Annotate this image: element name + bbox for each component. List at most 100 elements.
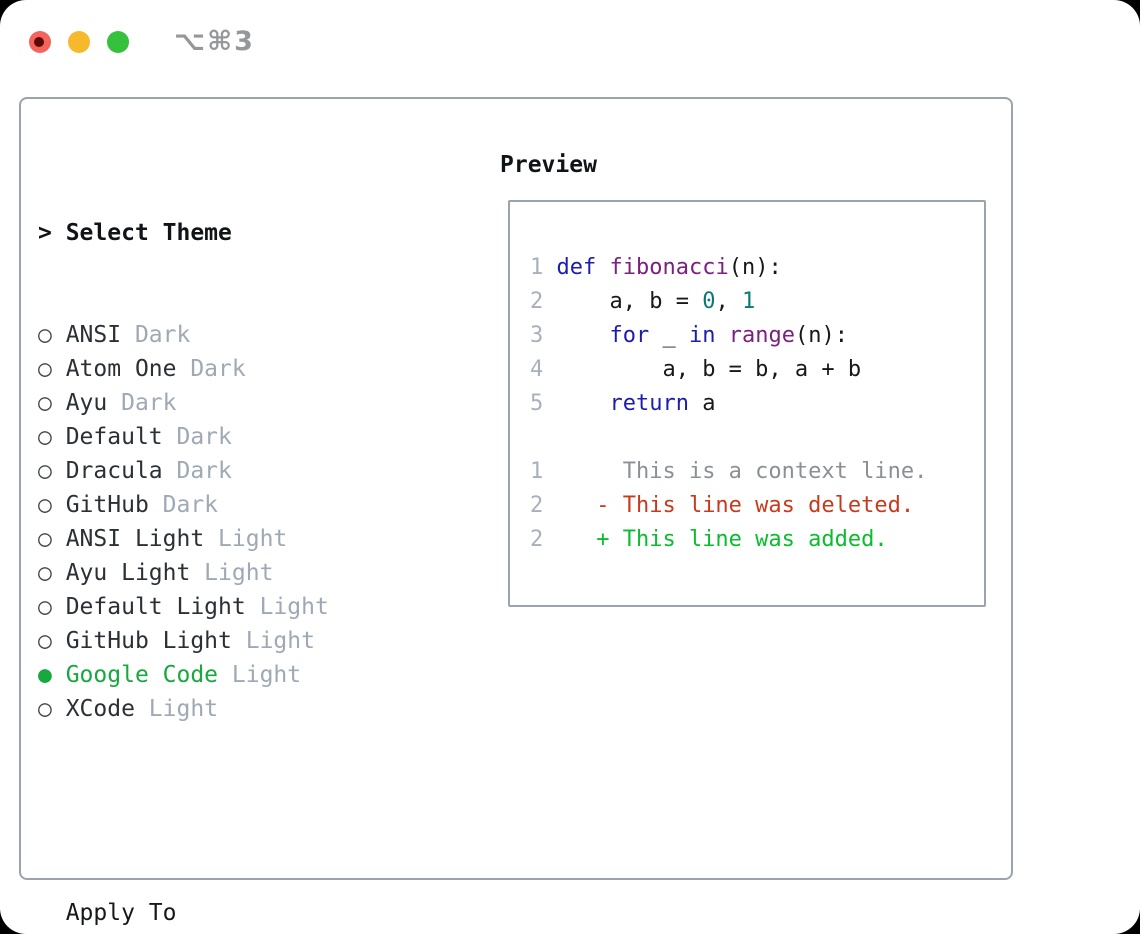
- theme-variant: Light: [218, 662, 302, 688]
- theme-name: Default Light: [65, 594, 246, 620]
- theme-name: Ayu: [65, 390, 108, 416]
- theme-variant: Light: [231, 628, 315, 654]
- theme-radio-icon: ○: [38, 594, 66, 620]
- theme-radio-icon: ○: [38, 390, 66, 416]
- theme-radio-icon: ●: [38, 662, 66, 688]
- theme-option-default[interactable]: ○ Default Dark: [38, 420, 426, 454]
- line-number: 1: [530, 459, 544, 484]
- code-line: 1 def fibonacci(n):: [530, 251, 984, 285]
- diff-deleted-line: 2 - This line was deleted.: [530, 489, 984, 523]
- diff-context-line: 1 This is a context line.: [530, 455, 984, 489]
- theme-radio-icon: ○: [38, 356, 66, 382]
- theme-name: Dracula: [65, 458, 163, 484]
- code-token: for: [609, 323, 650, 348]
- theme-variant: Light: [204, 526, 288, 552]
- theme-radio-icon: ○: [38, 458, 66, 484]
- code-token: in: [688, 323, 716, 348]
- theme-radio-icon: ○: [38, 560, 66, 586]
- code-token: (n):: [728, 255, 782, 280]
- titlebar: ⌥⌘3: [29, 26, 255, 57]
- theme-list: ○ ANSI Dark○ Atom One Dark○ Ayu Dark○ De…: [38, 318, 426, 726]
- code-token: [557, 323, 610, 348]
- theme-option-github[interactable]: ○ GitHub Dark: [38, 488, 426, 522]
- code-token: range: [728, 323, 795, 348]
- theme-option-dracula[interactable]: ○ Dracula Dark: [38, 454, 426, 488]
- theme-name: ANSI: [65, 322, 122, 348]
- code-token: a, b = b, a + b: [556, 357, 862, 382]
- theme-name: Google Code: [65, 662, 219, 688]
- theme-variant: Dark: [148, 492, 219, 518]
- theme-radio-icon: ○: [38, 492, 66, 518]
- theme-option-ayu-light[interactable]: ○ Ayu Light Light: [38, 556, 426, 590]
- apply-to-label: Apply To: [65, 900, 177, 926]
- preview-title: Preview: [500, 152, 597, 178]
- theme-variant: Light: [190, 560, 274, 586]
- code-token: [557, 391, 610, 416]
- code-line: 3 for _ in range(n):: [530, 319, 984, 353]
- theme-variant: Dark: [162, 458, 232, 484]
- theme-name: Default: [65, 424, 163, 450]
- theme-option-github-light[interactable]: ○ GitHub Light Light: [38, 624, 426, 658]
- theme-option-ansi[interactable]: ○ ANSI Dark: [38, 318, 426, 352]
- theme-option-xcode[interactable]: ○ XCode Light: [38, 692, 426, 726]
- code-token: return: [609, 391, 689, 416]
- code-token: (n):: [794, 323, 848, 348]
- code-token: _: [649, 323, 689, 348]
- theme-option-atom-one[interactable]: ○ Atom One Dark: [38, 352, 426, 386]
- code-line: 5 return a: [530, 387, 984, 421]
- line-number: 2: [530, 289, 557, 314]
- blank-line: [530, 421, 984, 455]
- line-number: 3: [530, 323, 557, 348]
- theme-name: GitHub Light: [65, 628, 232, 654]
- theme-option-default-light[interactable]: ○ Default Light Light: [38, 590, 426, 624]
- code-token: [715, 323, 728, 348]
- window-title: ⌥⌘3: [174, 26, 255, 57]
- close-button[interactable]: [29, 30, 51, 53]
- theme-name: ANSI Light: [65, 526, 205, 552]
- line-number: 2: [530, 527, 544, 552]
- select-theme-header: > Select Theme: [38, 216, 426, 250]
- line-number: 1: [530, 255, 557, 280]
- code-token: [596, 255, 609, 280]
- theme-variant: Dark: [107, 390, 177, 416]
- theme-name: Ayu Light: [65, 560, 191, 586]
- apply-to-header: Apply To: [38, 896, 426, 930]
- code-token: 0: [702, 289, 716, 314]
- main-panel: [19, 97, 1013, 880]
- select-theme-label: Select Theme: [65, 220, 232, 246]
- theme-radio-icon: ○: [38, 526, 66, 552]
- line-number: 2: [530, 493, 544, 518]
- theme-radio-icon: ○: [38, 696, 66, 722]
- theme-radio-icon: ○: [38, 424, 66, 450]
- spacer: [38, 794, 426, 828]
- theme-option-ansi-light[interactable]: ○ ANSI Light Light: [38, 522, 426, 556]
- code-token: + This line was added.: [543, 527, 888, 552]
- theme-variant: Dark: [121, 322, 191, 348]
- code-line: 2 a, b = 0, 1: [530, 285, 984, 319]
- code-token: ,: [715, 289, 742, 314]
- line-number: 5: [530, 391, 557, 416]
- code-token: - This line was deleted.: [543, 493, 915, 518]
- theme-variant: Light: [134, 696, 219, 722]
- theme-variant: Dark: [176, 356, 246, 382]
- theme-variant: Dark: [162, 424, 232, 450]
- focus-arrow-icon: >: [38, 220, 66, 246]
- code-token: def: [556, 255, 597, 280]
- code-token: 1: [741, 289, 756, 314]
- theme-variant: Light: [245, 594, 329, 620]
- theme-radio-icon: ○: [38, 322, 66, 348]
- theme-option-google-code[interactable]: ● Google Code Light: [38, 658, 426, 692]
- code-token: fibonacci: [609, 255, 729, 280]
- theme-option-ayu[interactable]: ○ Ayu Dark: [38, 386, 426, 420]
- zoom-button[interactable]: [107, 30, 129, 53]
- line-number: 4: [530, 357, 557, 382]
- theme-name: XCode: [65, 696, 135, 722]
- code-token: This is a context line.: [543, 459, 928, 484]
- minimize-button[interactable]: [68, 30, 90, 53]
- diff-added-line: 2 + This line was added.: [530, 523, 984, 557]
- theme-radio-icon: ○: [38, 628, 66, 654]
- indent: [38, 900, 66, 926]
